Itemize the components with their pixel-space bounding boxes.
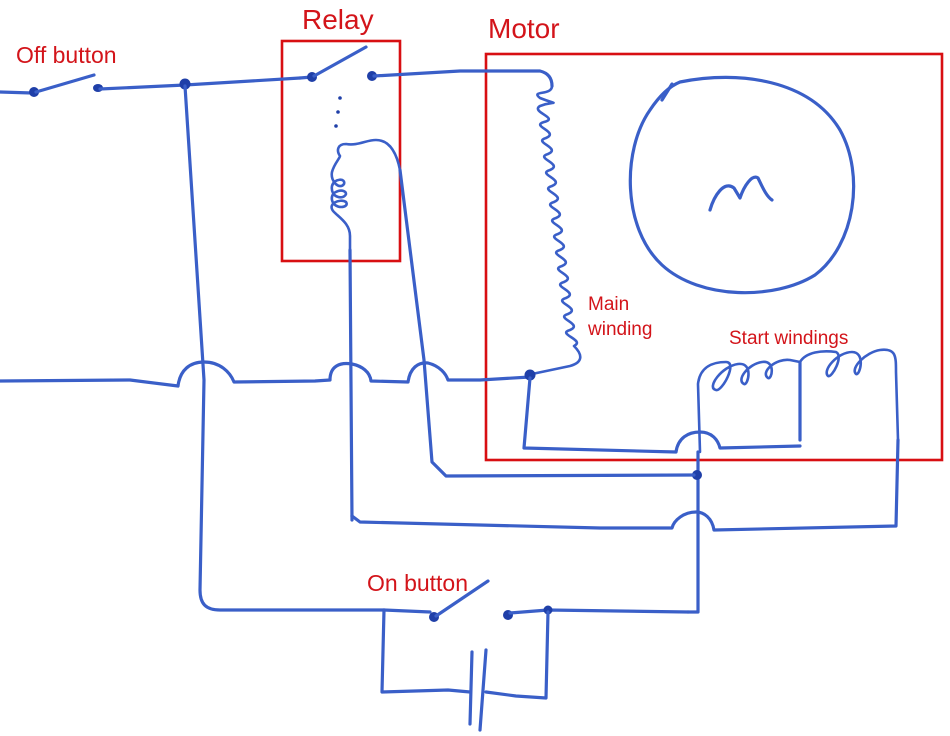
relay-contact-blade xyxy=(312,45,368,78)
relay-contact-right xyxy=(367,71,377,81)
left-vertical-wire xyxy=(183,84,386,612)
main-winding-coil xyxy=(530,84,582,376)
on-button-switch xyxy=(382,579,690,622)
on-button-wire-left xyxy=(382,608,432,614)
relay-label: Relay xyxy=(302,4,374,35)
motor-m-symbol xyxy=(708,175,774,212)
capacitor-plate-left xyxy=(468,650,474,726)
relay-coil-return-wire xyxy=(348,248,354,522)
off-button-contact-left xyxy=(29,87,39,97)
rotor-mark xyxy=(660,82,674,102)
neutral-line-wire xyxy=(0,360,532,388)
relay-coil-feed-wire xyxy=(398,168,696,478)
off-button-blade xyxy=(34,73,96,94)
relay-link-dot xyxy=(338,96,342,100)
start-winding-coil-1 xyxy=(696,358,802,454)
main-winding-label-line2: winding xyxy=(588,319,653,340)
on-button-wire-right xyxy=(508,608,690,615)
relay-link-dot xyxy=(334,124,338,128)
relay-to-main-winding-wire xyxy=(372,69,554,88)
motor-label: Motor xyxy=(488,13,560,44)
junction-node-on-button xyxy=(543,605,553,615)
capacitor-plate-right xyxy=(478,648,488,732)
relay-box xyxy=(280,39,402,263)
main-winding-return-wire xyxy=(522,376,802,454)
top-line-wire xyxy=(98,76,302,91)
on-button-label: On button xyxy=(367,570,469,596)
relay-coil xyxy=(330,138,402,252)
start-winding-coil-2 xyxy=(798,348,900,442)
junction-node-top xyxy=(179,78,191,90)
supply-wire-in xyxy=(0,90,34,95)
on-button-blade xyxy=(434,579,490,618)
relay-link-dot xyxy=(336,110,340,114)
start-return-vertical-wire xyxy=(686,450,700,614)
relay-contact-switch xyxy=(298,45,377,128)
capacitor-wire-left xyxy=(380,608,472,694)
capacitor-wire-right xyxy=(484,610,550,700)
off-button-label: Off button xyxy=(16,42,117,68)
motor-rotor-circle xyxy=(628,75,856,295)
junction-node-right xyxy=(692,470,702,480)
start-winding-outer-return-wire xyxy=(350,438,900,532)
motor-box xyxy=(484,52,944,462)
junction-node-main-winding xyxy=(524,369,536,381)
main-winding-label-line1: Main xyxy=(588,294,630,315)
start-windings-label: Start windings xyxy=(729,328,849,349)
off-button-switch xyxy=(0,73,103,97)
